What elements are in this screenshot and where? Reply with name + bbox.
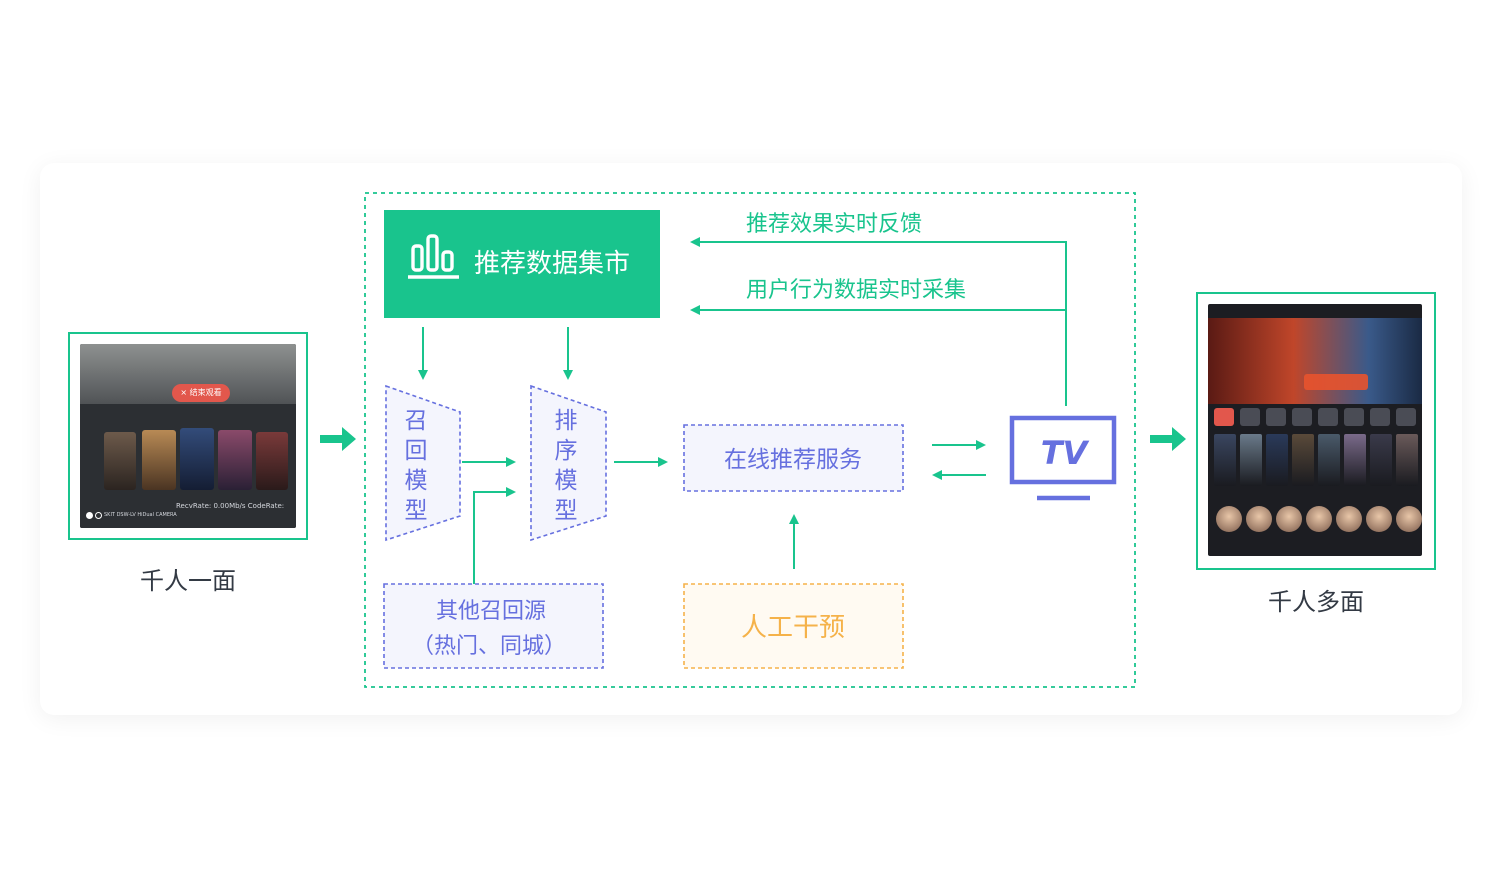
poster bbox=[104, 432, 136, 490]
tv-icon: TV bbox=[1009, 415, 1117, 501]
avatar bbox=[1336, 506, 1362, 532]
poster bbox=[1318, 434, 1340, 486]
flow-arrows bbox=[418, 327, 986, 584]
avatar bbox=[1306, 506, 1332, 532]
rank-char: 模 bbox=[555, 468, 578, 494]
hero-title-graphic bbox=[1304, 374, 1368, 390]
arrow-in bbox=[320, 427, 356, 451]
category-tab bbox=[1370, 408, 1390, 426]
poster bbox=[256, 432, 288, 490]
category-tab bbox=[1318, 408, 1338, 426]
rank-char: 序 bbox=[555, 438, 578, 464]
rank-char: 型 bbox=[555, 498, 578, 524]
feedback-effect-label: 推荐效果实时反馈 bbox=[746, 212, 922, 237]
arrow-out bbox=[1150, 427, 1186, 451]
status-line: SKIT DSW-LV HiDual CAMERA bbox=[104, 512, 177, 518]
avatar bbox=[1216, 506, 1242, 532]
right-screenshot bbox=[1208, 304, 1422, 556]
data-mall-title: 推荐数据集市 bbox=[474, 249, 630, 279]
poster bbox=[218, 430, 252, 490]
feedback-arrows bbox=[690, 237, 1067, 406]
other-sources-box bbox=[383, 583, 604, 669]
recall-char: 型 bbox=[405, 498, 428, 524]
status-line: RecvRate: 0.00Mb/s CodeRate: bbox=[176, 502, 285, 510]
recall-model-label: 召 回 模 型 bbox=[405, 408, 428, 524]
dot-indicator bbox=[86, 512, 93, 519]
other-sources-line2: （热门、同城） bbox=[412, 634, 566, 659]
poster bbox=[1266, 434, 1288, 486]
rank-model-label: 排 序 模 型 bbox=[555, 408, 578, 524]
poster bbox=[1396, 434, 1418, 486]
avatar bbox=[1246, 506, 1272, 532]
category-tab bbox=[1396, 408, 1416, 426]
poster bbox=[1344, 434, 1366, 486]
poster bbox=[1370, 434, 1392, 486]
poster bbox=[1292, 434, 1314, 486]
outer-arrows bbox=[320, 427, 1186, 451]
other-sources-line1: 其他召回源 bbox=[436, 599, 546, 624]
recall-char: 召 bbox=[405, 408, 428, 434]
online-service-label: 在线推荐服务 bbox=[724, 447, 862, 473]
category-tab bbox=[1344, 408, 1364, 426]
right-caption: 千人多面 bbox=[1268, 588, 1364, 616]
close-icon: × bbox=[180, 388, 188, 397]
dot-indicator bbox=[95, 512, 102, 519]
popup-text: 结束观看 bbox=[189, 388, 222, 397]
feedback-behavior-label: 用户行为数据实时采集 bbox=[746, 278, 966, 303]
bar-chart-icon bbox=[408, 234, 459, 279]
system-boundary bbox=[364, 192, 1136, 688]
left-caption: 千人一面 bbox=[140, 567, 236, 595]
category-tab bbox=[1240, 408, 1260, 426]
category-tab bbox=[1292, 408, 1312, 426]
poster bbox=[1240, 434, 1262, 486]
category-tab bbox=[1266, 408, 1286, 426]
recall-model-shape bbox=[385, 384, 461, 542]
poster bbox=[142, 430, 176, 490]
recall-char: 回 bbox=[405, 438, 428, 464]
popup-button: × 结束观看 bbox=[172, 384, 230, 402]
avatar bbox=[1396, 506, 1422, 532]
tv-text: TV bbox=[1041, 434, 1090, 472]
data-mall-box: 推荐数据集市 bbox=[384, 210, 660, 318]
rank-char: 排 bbox=[555, 408, 578, 434]
poster bbox=[180, 428, 214, 490]
online-service-box bbox=[683, 424, 904, 492]
avatar bbox=[1366, 506, 1392, 532]
left-screenshot: × 结束观看 RecvRate: 0.00Mb/s CodeRate: SKIT… bbox=[80, 344, 296, 528]
poster bbox=[1214, 434, 1236, 486]
manual-box bbox=[683, 583, 904, 669]
recall-char: 模 bbox=[405, 468, 428, 494]
rank-model-shape bbox=[530, 384, 607, 542]
manual-label: 人工干预 bbox=[741, 613, 845, 643]
category-tab bbox=[1214, 408, 1234, 426]
avatar bbox=[1276, 506, 1302, 532]
